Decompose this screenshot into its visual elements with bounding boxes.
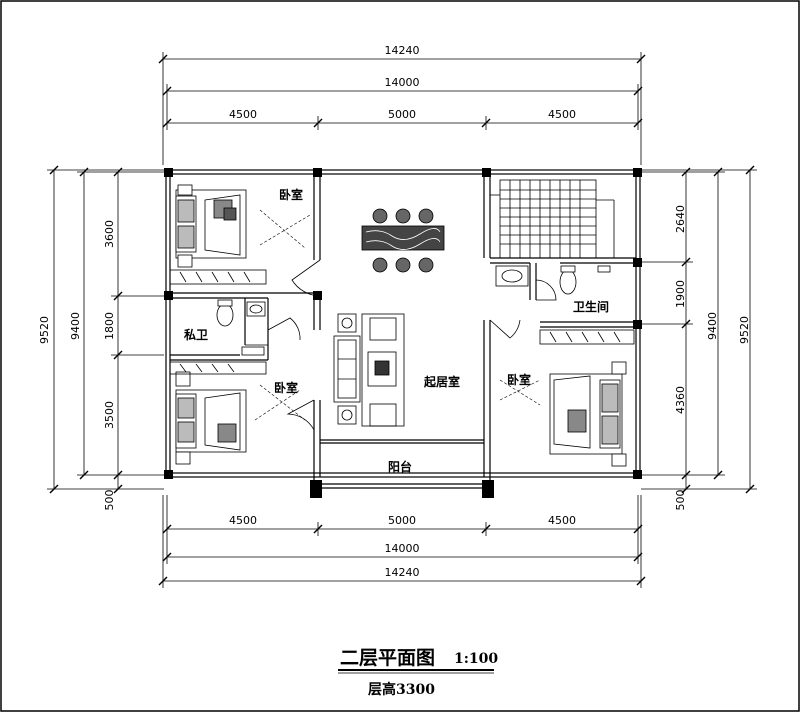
dim-left-total-outer: 9520 <box>38 316 51 344</box>
dim-bottom-total-inner: 14000 <box>385 542 420 555</box>
floor-height-note: 层高3300 <box>368 681 435 698</box>
dim-bottom-total-outer: 14240 <box>385 566 420 579</box>
dim-right-segment-1: 2640 <box>674 205 687 233</box>
wardrobe-bottom-left <box>169 361 267 375</box>
structural-columns <box>164 168 642 498</box>
dim-top-total-inner: 14000 <box>385 76 420 89</box>
dimension-ticks <box>49 54 755 586</box>
drawing-title: 二层平面图 <box>340 647 435 669</box>
bed-bottom-left <box>175 371 247 465</box>
dim-left-segment-2: 1800 <box>103 312 116 340</box>
dim-right-total-outer: 9520 <box>738 316 751 344</box>
staircase <box>490 179 615 259</box>
dim-left-segment-3: 3500 <box>103 401 116 429</box>
dim-left-total-inner: 9400 <box>69 312 82 340</box>
door-swing-guides <box>254 209 541 421</box>
dim-top-segment-3: 4500 <box>548 108 576 121</box>
label-living-room: 起居室 <box>423 374 460 389</box>
dim-top-total-outer: 14240 <box>385 44 420 57</box>
dim-top-segment-2: 5000 <box>388 108 416 121</box>
dim-bottom-segment-1: 4500 <box>229 514 257 527</box>
wardrobe-top-left <box>169 269 267 285</box>
wardrobe-right <box>539 329 635 345</box>
windows <box>165 169 641 478</box>
dim-top-segment-1: 4500 <box>229 108 257 121</box>
label-bedroom-right: 卧室 <box>507 372 531 387</box>
dim-bottom-segment-2: 5000 <box>388 514 416 527</box>
dim-right-segment-4: 500 <box>674 490 687 511</box>
dimension-lines <box>47 52 757 588</box>
label-private-bath: 私卫 <box>183 327 208 342</box>
dim-left-segment-1: 3600 <box>103 220 116 248</box>
sofa-set <box>333 313 405 427</box>
bed-top-left <box>175 184 247 268</box>
dining-table <box>361 208 445 273</box>
bed-right <box>549 361 627 467</box>
label-balcony: 阳台 <box>388 459 412 474</box>
bathroom-fixtures <box>495 265 611 295</box>
label-bedroom-top-left: 卧室 <box>279 187 303 202</box>
drawing-scale: 1:100 <box>454 651 498 667</box>
dim-right-segment-3: 4360 <box>674 386 687 414</box>
dim-right-segment-2: 1900 <box>674 280 687 308</box>
label-bathroom: 卫生间 <box>573 299 609 314</box>
dim-bottom-segment-3: 4500 <box>548 514 576 527</box>
private-bath-fixtures <box>216 299 266 356</box>
label-bedroom-bottom-left: 卧室 <box>274 380 298 395</box>
dim-right-total-inner: 9400 <box>706 312 719 340</box>
dim-left-segment-4: 500 <box>103 490 116 511</box>
